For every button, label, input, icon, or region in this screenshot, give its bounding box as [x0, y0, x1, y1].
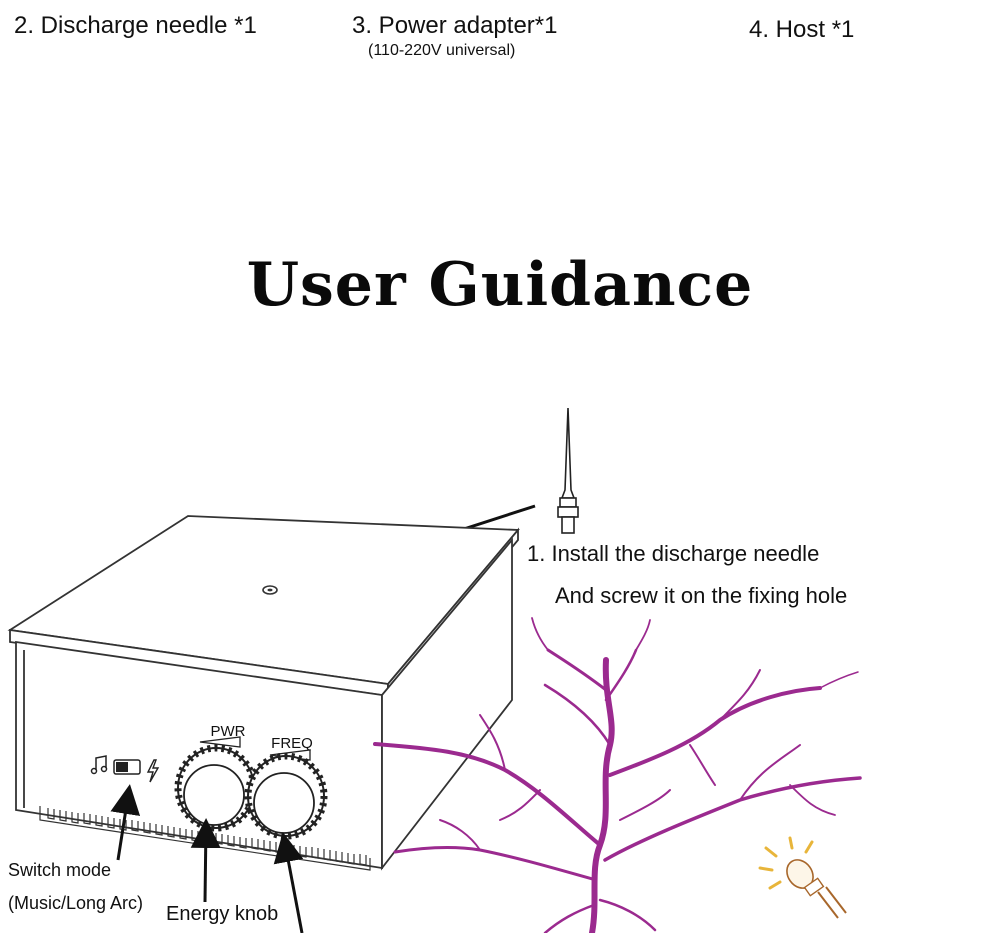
freq-label: FREQ [271, 735, 313, 752]
step1-line2: And screw it on the fixing hole [555, 583, 848, 608]
energy-knob-label: Energy knob [166, 903, 279, 925]
page-title: User Guidance [246, 250, 754, 320]
pwr-indicator-icon [199, 736, 241, 748]
frequency-knob[interactable] [244, 752, 328, 840]
switch-mode-sublabel: (Music/Long Arc) [8, 893, 144, 913]
frequency-knob-arrow [273, 832, 304, 933]
fixing-hole-icon [262, 585, 278, 595]
package-item-power-adapter-note: (110-220V universal) [368, 42, 516, 59]
mode-switch[interactable] [113, 759, 141, 775]
energy-knob[interactable] [174, 744, 258, 832]
switch-mode-arrow [110, 784, 141, 861]
energy-knob-arrow [190, 818, 221, 903]
discharge-needle-icon [557, 407, 579, 534]
arc-discharge-graphic [373, 617, 862, 933]
pwr-label: PWR [211, 723, 246, 740]
switch-mode-label: Switch mode [8, 860, 112, 880]
bulb-icon [758, 836, 847, 919]
package-item-host: 4. Host *1 [749, 16, 855, 43]
lightning-icon [146, 759, 160, 783]
step1-line1: 1. Install the discharge needle [527, 541, 820, 566]
package-item-power-adapter: 3. Power adapter*1 [352, 12, 558, 39]
music-note-icon [90, 755, 108, 775]
package-item-discharge-needle: 2. Discharge needle *1 [14, 12, 257, 39]
